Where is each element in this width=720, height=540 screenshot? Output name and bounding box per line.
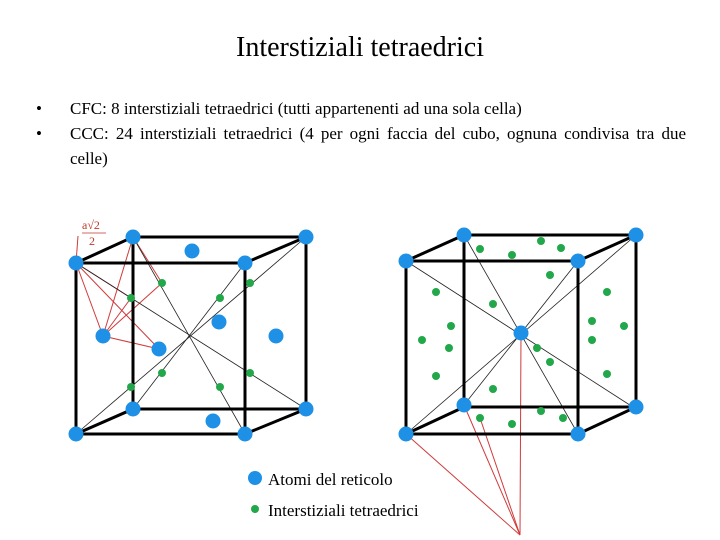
fcc-diagonals bbox=[75, 236, 307, 435]
fcc-distance-formula: a√2 2 bbox=[82, 218, 106, 248]
legend-interstitial-marker bbox=[251, 505, 259, 513]
formula-denominator: 2 bbox=[89, 234, 95, 248]
bullet-text-ccc: CCC: 24 interstiziali tetraedrici (4 per… bbox=[70, 124, 686, 168]
fcc-cube: a√2 2 bbox=[68, 218, 314, 442]
bcc-construction-lines bbox=[405, 332, 522, 536]
fcc-construction-lines bbox=[75, 235, 163, 350]
legend-interstitial-label: Interstiziali tetraedrici bbox=[268, 501, 419, 520]
page-title: Interstiziali tetraedrici bbox=[236, 32, 484, 63]
fcc-interstitials bbox=[127, 279, 254, 391]
bcc-lattice-atoms bbox=[398, 227, 644, 442]
bullet-marker: • bbox=[36, 99, 42, 118]
bcc-interstitials bbox=[418, 237, 628, 428]
bullet-marker: • bbox=[36, 124, 42, 143]
formula-numerator: a√2 bbox=[82, 218, 100, 232]
fcc-lattice-atoms bbox=[68, 229, 314, 442]
bcc-cube-edges bbox=[404, 233, 638, 436]
bullet-ccc: • CCC: 24 interstiziali tetraedrici (4 p… bbox=[36, 121, 686, 171]
bcc-cube bbox=[398, 227, 644, 536]
bullet-list: • CFC: 8 interstiziali tetraedrici (tutt… bbox=[36, 96, 686, 171]
bullet-cfc: • CFC: 8 interstiziali tetraedrici (tutt… bbox=[36, 96, 686, 121]
legend: Atomi del reticolo Interstiziali tetraed… bbox=[248, 470, 419, 520]
legend-atom-label: Atomi del reticolo bbox=[268, 470, 393, 489]
fcc-cube-edges bbox=[74, 235, 308, 436]
bullet-text-cfc: CFC: 8 interstiziali tetraedrici (tutti … bbox=[70, 99, 522, 118]
legend-atom-marker bbox=[248, 471, 262, 485]
